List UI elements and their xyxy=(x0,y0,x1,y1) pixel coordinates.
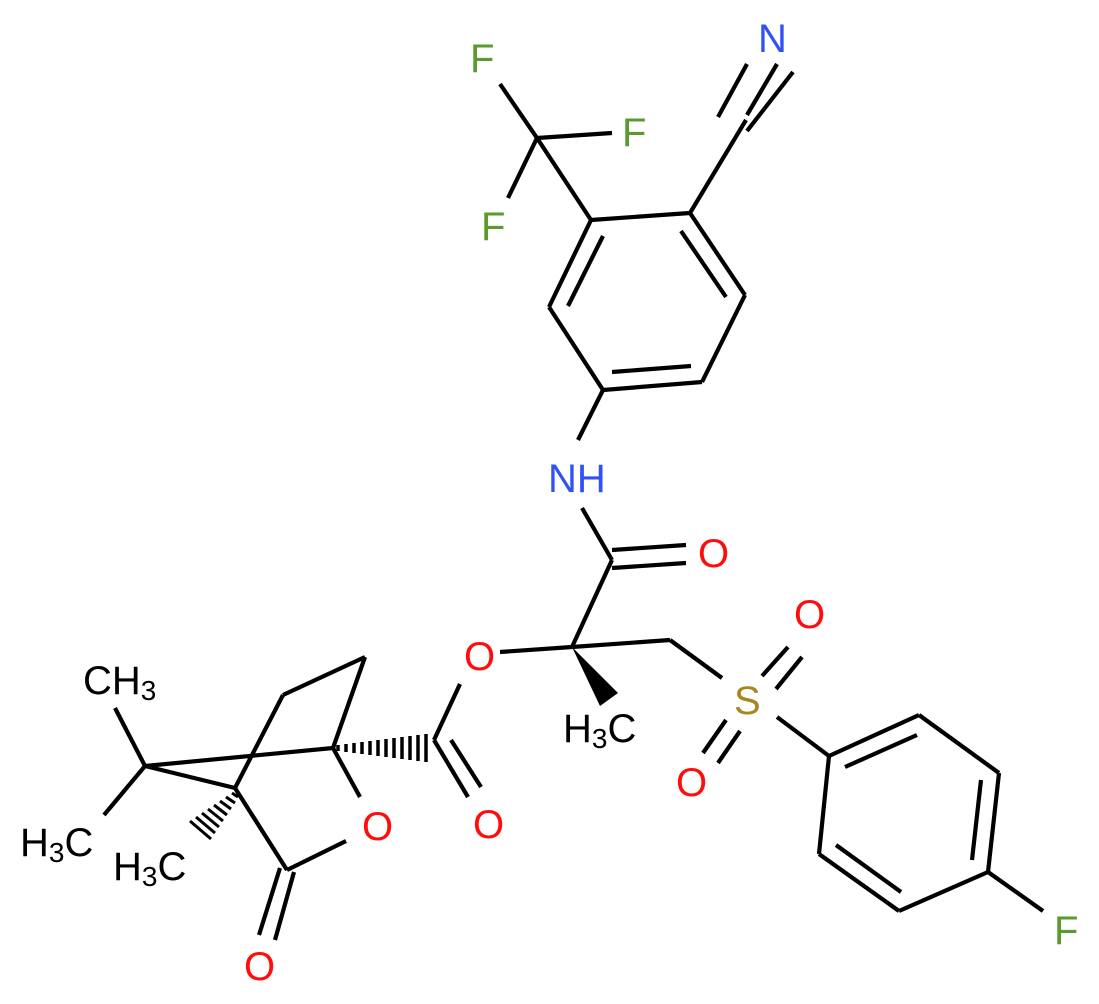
aryl-f-label: F xyxy=(1054,909,1078,953)
ring-a-bonds xyxy=(547,210,747,393)
amide-bonds xyxy=(570,506,687,648)
stereocenter-bonds xyxy=(499,637,724,706)
ester-o-link-label: O xyxy=(464,635,495,679)
gem-methyl-top-label: CH3 xyxy=(83,659,156,706)
nitrile-n-label: N xyxy=(758,17,787,61)
cf3-bonds xyxy=(498,82,613,222)
hashed-bond-methyl xyxy=(189,791,239,841)
amide-o-label: O xyxy=(698,532,729,576)
bridgehead-methyl-label: H3C xyxy=(113,845,186,892)
sulfonyl-bonds xyxy=(701,645,831,765)
methyl-wedge-label: H3C xyxy=(563,707,636,754)
sulfonyl-s-label: S xyxy=(734,679,761,723)
cf3-f-top-label: F xyxy=(470,37,494,81)
ring-b-bonds xyxy=(816,713,1045,913)
cf3-f-right-label: F xyxy=(622,111,646,155)
hashed-bond-ester xyxy=(336,734,428,762)
nitrile-bonds xyxy=(688,62,795,215)
ester-o-carbonyl-label: O xyxy=(473,803,504,847)
sulfonyl-o-bottom-label: O xyxy=(676,761,707,805)
lactone-o-ring-label: O xyxy=(362,805,393,849)
amide-nh-label: NH xyxy=(548,457,606,501)
bicyclic-bonds xyxy=(102,655,367,941)
ester-carbonyl-bonds xyxy=(432,738,483,799)
o-ester-carbon-bond xyxy=(432,683,462,741)
cf3-f-bottom-label: F xyxy=(481,205,505,249)
aryl-nh-bond xyxy=(576,389,605,441)
lactone-o-carbonyl-label: O xyxy=(244,945,275,989)
gem-methyl-left-label: H3C xyxy=(20,821,93,868)
sulfonyl-o-top-label: O xyxy=(794,593,825,637)
wedge-bond-methyl xyxy=(572,647,618,706)
